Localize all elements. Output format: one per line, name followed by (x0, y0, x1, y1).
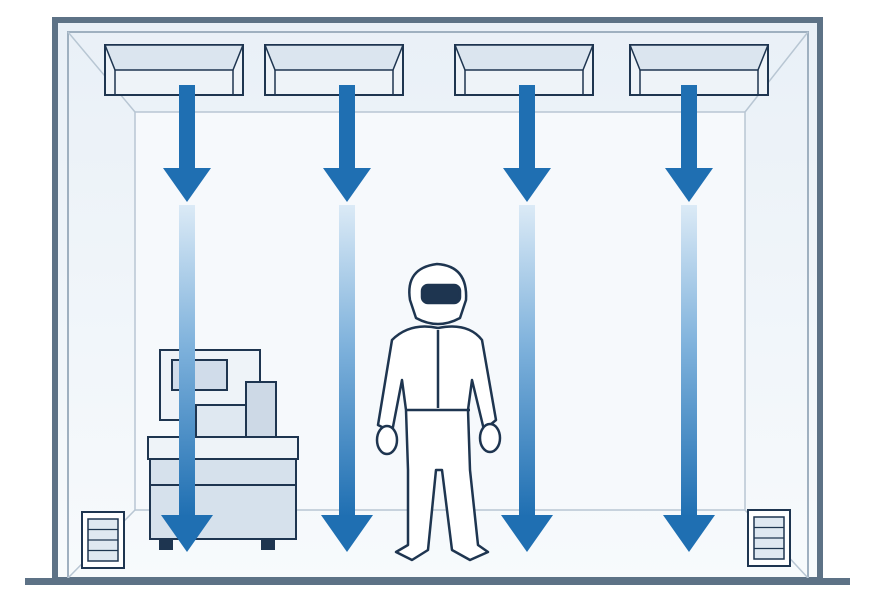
technician-in-cleanroom-suit (375, 262, 502, 562)
floor-line (25, 578, 850, 585)
hepa-filter-2 (263, 44, 405, 96)
airflow-arrow-2 (321, 85, 373, 552)
ceiling-hepa-filters (103, 44, 770, 96)
return-air-vent-1 (81, 511, 125, 569)
floor-return-vents (81, 509, 791, 569)
hepa-filter-3 (453, 44, 595, 96)
hepa-filter-4 (628, 44, 770, 96)
return-air-vent-2 (747, 509, 791, 567)
airflow-arrow-4 (663, 85, 715, 552)
airflow-arrow-1 (161, 85, 213, 552)
airflow-arrows (161, 85, 715, 552)
hepa-filter-1 (103, 44, 245, 96)
airflow-arrow-3 (501, 85, 553, 552)
face-visor (420, 283, 462, 305)
